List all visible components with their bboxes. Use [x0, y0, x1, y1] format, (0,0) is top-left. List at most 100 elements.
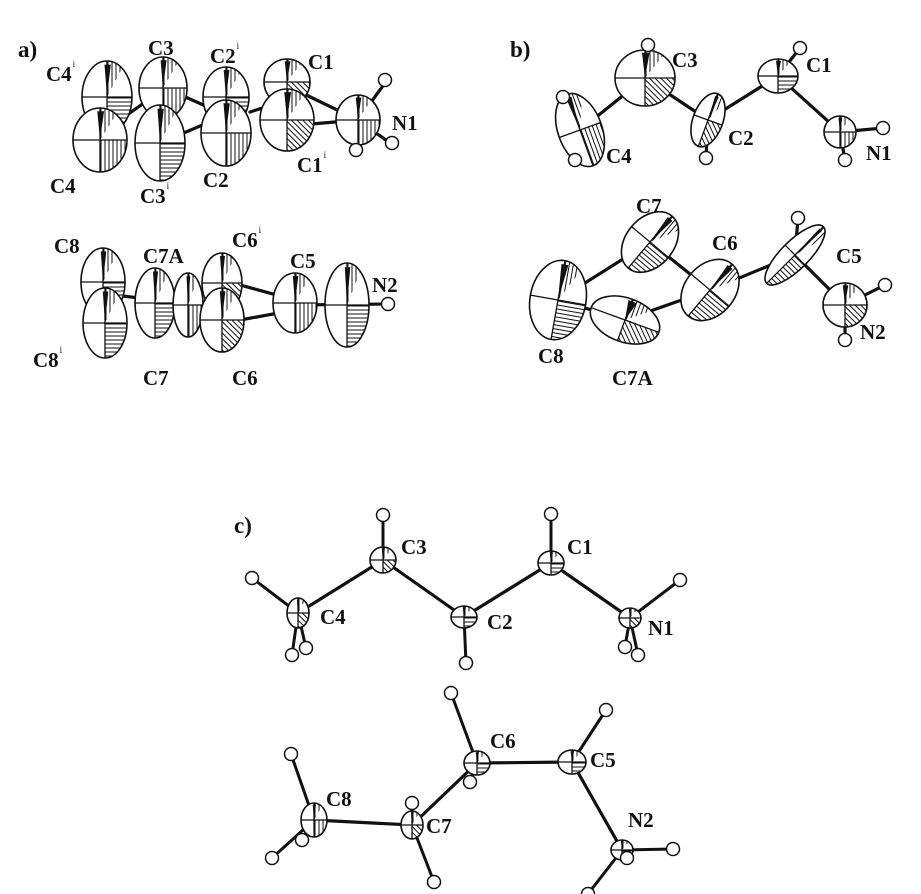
atom-label-c3: C3	[148, 36, 174, 60]
thermal-ellipsoid	[450, 605, 478, 629]
bond	[410, 761, 479, 827]
thermal-ellipsoid	[172, 272, 204, 338]
atom-label-c7: C7	[636, 194, 662, 218]
atom-label-c7: C7	[426, 814, 452, 838]
atom-label-c8-prime: C8i	[33, 345, 63, 372]
atom-label-c4: C4	[606, 144, 632, 168]
atom-label-c2: C2	[203, 168, 229, 192]
atom-label-n2: N2	[372, 273, 398, 297]
hydrogen-atom	[264, 850, 280, 866]
thermal-ellipsoid	[614, 49, 676, 107]
atom-label-c3: C3	[672, 48, 698, 72]
hydrogen-atom	[877, 277, 893, 293]
atom-label-c1-prime: C1i	[297, 150, 327, 177]
atom-label-c1: C1	[308, 50, 334, 74]
atom-label-c7a: C7A	[612, 366, 653, 390]
thermal-ellipsoid	[400, 810, 424, 840]
hydrogen-atom	[348, 142, 364, 158]
atom-label-c8: C8	[538, 344, 564, 368]
thermal-ellipsoid	[324, 262, 370, 348]
hydrogen-atom	[617, 639, 633, 655]
atom-label-c3-prime: C3i	[140, 181, 170, 208]
atom-label-n1: N1	[392, 111, 418, 135]
hydrogen-atom	[640, 37, 656, 53]
atom-label-c6: C6	[232, 366, 258, 390]
hydrogen-atom	[284, 647, 300, 663]
hydrogen-atom	[462, 774, 478, 790]
thermal-ellipsoid	[134, 267, 176, 339]
thermal-ellipsoid	[764, 224, 826, 286]
panel-label-b: b)	[510, 37, 531, 62]
hydrogen-atom	[244, 570, 260, 586]
thermal-ellipsoid	[259, 88, 315, 152]
thermal-ellipsoid	[690, 92, 726, 148]
hydrogen-atom	[630, 647, 646, 663]
hydrogen-atom	[598, 702, 614, 718]
hydrogen-atom	[619, 850, 635, 866]
thermal-ellipsoid	[200, 99, 252, 167]
thermal-ellipsoid	[286, 597, 310, 629]
thermal-ellipsoid	[528, 259, 588, 341]
atom-label-n2: N2	[860, 320, 886, 344]
thermal-ellipsoid	[823, 115, 857, 149]
hydrogen-atom	[294, 832, 310, 848]
thermal-ellipsoid	[537, 550, 565, 576]
thermal-ellipsoid	[554, 92, 606, 168]
hydrogen-atom	[377, 72, 393, 88]
atom-label-c5: C5	[290, 249, 316, 273]
atom-label-c2: C2	[487, 610, 513, 634]
bond	[549, 561, 632, 620]
atom-label-c2: C2	[728, 126, 754, 150]
atom-label-c5: C5	[590, 748, 616, 772]
hydrogen-atom	[567, 152, 583, 168]
thermal-ellipsoid	[463, 750, 491, 776]
hydrogen-atom	[458, 655, 474, 671]
thermal-ellipsoid	[134, 104, 186, 182]
hydrogen-atom	[790, 210, 806, 226]
thermal-ellipsoid	[300, 802, 328, 838]
thermal-ellipsoid	[557, 749, 587, 775]
hydrogen-atom	[443, 685, 459, 701]
bond	[296, 558, 385, 615]
hydrogen-atom	[672, 572, 688, 588]
thermal-ellipsoid	[680, 258, 740, 322]
hydrogen-atom	[283, 746, 299, 762]
atom-label-n1: N1	[866, 141, 892, 165]
thermal-ellipsoid	[589, 295, 661, 345]
thermal-ellipsoid	[82, 287, 128, 359]
hydrogen-atom	[837, 332, 853, 348]
panel-label-a: a)	[18, 37, 38, 62]
atom-label-c7a: C7A	[143, 244, 184, 268]
atom-label-c3: C3	[401, 535, 427, 559]
atom-label-c4: C4	[50, 174, 76, 198]
hydrogen-atom	[837, 152, 853, 168]
atom-label-c4-prime: C4i	[46, 59, 76, 86]
bond	[570, 760, 624, 852]
thermal-ellipsoid	[757, 58, 799, 94]
bond	[381, 558, 466, 619]
panel-label-c: c)	[234, 513, 252, 538]
atom-label-c7: C7	[143, 366, 169, 390]
hydrogen-atom	[698, 150, 714, 166]
atom-label-c1: C1	[806, 53, 832, 77]
hydrogen-atom	[580, 886, 596, 894]
atom-label-n1: N1	[648, 616, 674, 640]
thermal-ellipsoid	[618, 607, 642, 629]
bond	[462, 561, 553, 619]
atom-label-c1: C1	[567, 535, 593, 559]
hydrogen-atom	[384, 135, 400, 151]
thermal-ellipsoid	[335, 94, 381, 146]
hydrogen-atom	[792, 40, 808, 56]
hydrogen-atom	[555, 89, 571, 105]
atom-label-c4: C4	[320, 605, 346, 629]
atom-label-c6: C6	[490, 729, 516, 753]
hydrogen-atom	[875, 120, 891, 136]
atom-label-c8: C8	[326, 787, 352, 811]
hydrogen-atom	[543, 506, 559, 522]
hydrogen-atom	[375, 507, 391, 523]
bond	[475, 760, 574, 765]
thermal-ellipsoid	[272, 272, 318, 334]
thermal-ellipsoid	[822, 282, 868, 328]
thermal-ellipsoid	[620, 210, 680, 274]
